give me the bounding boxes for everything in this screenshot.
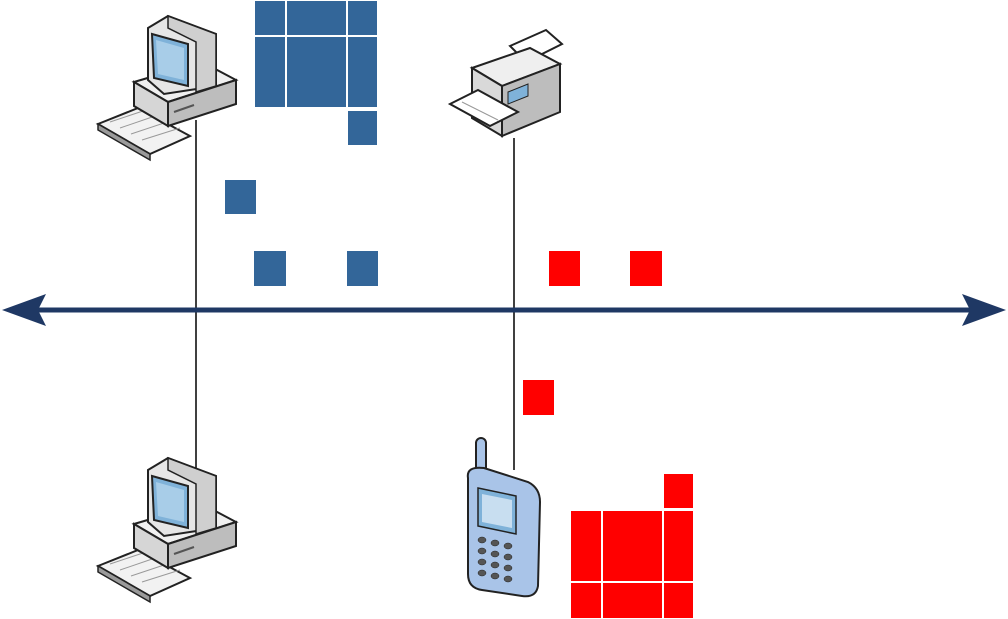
- red-packet: [523, 380, 554, 415]
- printer-icon: [447, 28, 564, 138]
- red-packet: [630, 251, 662, 286]
- red-packet: [662, 472, 695, 510]
- bus-arrow-right-icon: [962, 294, 1006, 326]
- red-packet: [662, 581, 695, 619]
- blue-packet: [346, 0, 379, 37]
- red-packet: [662, 509, 695, 583]
- blue-packet: [285, 35, 348, 109]
- red-packet: [569, 509, 603, 583]
- blue-packet: [253, 0, 287, 37]
- desktop-computer-icon: [97, 457, 237, 603]
- blue-packet-group: [253, 0, 379, 147]
- network-bus: [2, 294, 1006, 326]
- bus-arrow-left-icon: [2, 294, 46, 326]
- blue-packet: [225, 180, 256, 214]
- desktop-computer-icon: [97, 15, 237, 161]
- mobile-phone-icon: [466, 437, 542, 598]
- red-packet: [569, 581, 603, 619]
- blue-packet: [347, 251, 378, 286]
- blue-packet: [254, 251, 286, 286]
- red-packet: [601, 581, 664, 619]
- blue-packet: [285, 0, 348, 37]
- blue-packet: [346, 35, 379, 109]
- red-packet: [601, 509, 664, 583]
- red-packet-group: [569, 472, 695, 619]
- blue-packet: [346, 109, 379, 147]
- red-packet: [549, 251, 580, 286]
- blue-packet: [253, 35, 287, 109]
